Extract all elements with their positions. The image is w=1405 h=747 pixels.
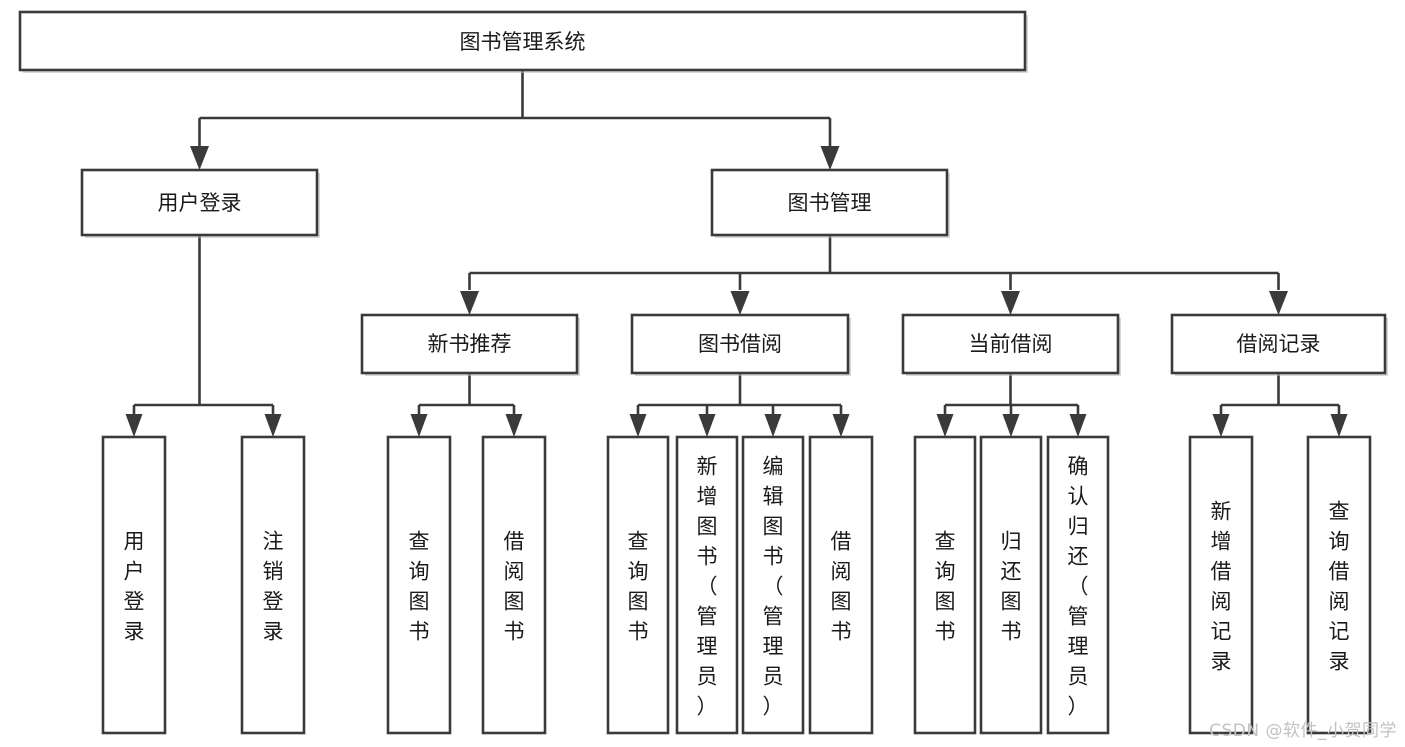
arrow-head-user-login xyxy=(190,146,209,170)
node-layer: 图书管理系统 用户登录 图书管理 新书推荐 xyxy=(18,10,1388,735)
arrow-head-current-leaf-3 xyxy=(1069,414,1087,437)
leaf-logout[interactable]: 注销登录 xyxy=(240,435,306,735)
leaf-label-borrow-book-recommend: 借阅图书 xyxy=(504,529,525,643)
leaf-label-logout: 注销登录 xyxy=(263,529,284,643)
arrow-head-borrow-leaf-3 xyxy=(764,414,782,437)
leaf-user-login[interactable]: 用户登录 xyxy=(101,435,167,735)
node-label-current-borrow: 当前借阅 xyxy=(969,332,1053,356)
node-label-book-borrow: 图书借阅 xyxy=(698,332,782,356)
leaf-return-book[interactable]: 归还图书 xyxy=(979,435,1043,735)
node-borrow-records[interactable]: 借阅记录 xyxy=(1170,313,1388,376)
arrow-head-current xyxy=(1001,291,1020,315)
leaf-edit-book-admin[interactable]: 编辑图书（管理员） xyxy=(741,435,805,735)
leaf-label-add-book-admin: 新增图书（管理员） xyxy=(697,454,718,718)
arrow-head-records-leaf-2 xyxy=(1330,414,1348,437)
leaf-add-book-admin[interactable]: 新增图书（管理员） xyxy=(675,435,739,735)
node-root-system[interactable]: 图书管理系统 xyxy=(18,10,1028,73)
leaf-add-borrow-record[interactable]: 新增借阅记录 xyxy=(1188,435,1254,735)
leaf-label-return-book: 归还图书 xyxy=(1001,529,1022,643)
arrow-head-records-leaf-1 xyxy=(1212,414,1230,437)
arrow-head-borrow-leaf-1 xyxy=(629,414,647,437)
arrow-head-leaf-user-login xyxy=(125,414,143,437)
connector-layer xyxy=(125,70,1348,437)
leaf-query-book-recommend[interactable]: 查询图书 xyxy=(386,435,452,735)
node-label-user-login: 用户登录 xyxy=(158,191,242,215)
leaf-confirm-return-admin[interactable]: 确认归还（管理员） xyxy=(1046,435,1110,735)
arrow-head-newbook-leaf-1 xyxy=(410,414,428,437)
node-current-borrow[interactable]: 当前借阅 xyxy=(901,313,1121,376)
csdn-watermark: CSDN @软件_小贺同学 xyxy=(1209,721,1397,741)
leaf-label-query-book-current: 查询图书 xyxy=(935,529,956,643)
node-label-root: 图书管理系统 xyxy=(460,30,586,54)
leaf-label-confirm-return-admin: 确认归还（管理员） xyxy=(1068,454,1089,718)
leaf-label-borrow-book: 借阅图书 xyxy=(831,529,852,643)
leaf-label-edit-book-admin: 编辑图书（管理员） xyxy=(763,454,784,718)
arrow-head-current-leaf-2 xyxy=(1002,414,1020,437)
node-new-book-recommend[interactable]: 新书推荐 xyxy=(360,313,580,376)
arrow-head-leaf-logout xyxy=(264,414,282,437)
node-label-new-book-recommend: 新书推荐 xyxy=(428,332,512,356)
node-book-management[interactable]: 图书管理 xyxy=(710,168,950,238)
leaf-query-book-borrow[interactable]: 查询图书 xyxy=(606,435,670,735)
leaf-borrow-book[interactable]: 借阅图书 xyxy=(808,435,874,735)
node-label-book-management: 图书管理 xyxy=(788,191,872,215)
arrow-head-book-mgmt xyxy=(820,146,840,170)
node-user-login[interactable]: 用户登录 xyxy=(80,168,320,238)
leaf-query-borrow-record[interactable]: 查询借阅记录 xyxy=(1306,435,1372,735)
arrow-head-newbook-leaf-2 xyxy=(505,414,523,437)
arrow-head-borrow-leaf-4 xyxy=(832,414,850,437)
leaf-borrow-book-recommend[interactable]: 借阅图书 xyxy=(481,435,547,735)
node-label-borrow-records: 借阅记录 xyxy=(1237,332,1321,356)
node-book-borrow[interactable]: 图书借阅 xyxy=(630,313,851,376)
arrow-head-borrow-leaf-2 xyxy=(698,414,716,437)
leaf-label-add-borrow-record: 新增借阅记录 xyxy=(1211,499,1232,673)
leaf-query-book-current[interactable]: 查询图书 xyxy=(913,435,977,735)
arrow-head-borrow xyxy=(730,291,750,315)
leaf-label-user-login: 用户登录 xyxy=(124,529,145,643)
arrow-head-current-leaf-1 xyxy=(936,414,954,437)
arrow-head-newbook xyxy=(460,291,479,315)
leaf-label-query-book-recommend: 查询图书 xyxy=(409,529,430,643)
leaf-label-query-book-borrow: 查询图书 xyxy=(628,529,649,643)
arrow-head-records xyxy=(1269,291,1288,315)
leaf-label-query-borrow-record: 查询借阅记录 xyxy=(1329,499,1350,673)
